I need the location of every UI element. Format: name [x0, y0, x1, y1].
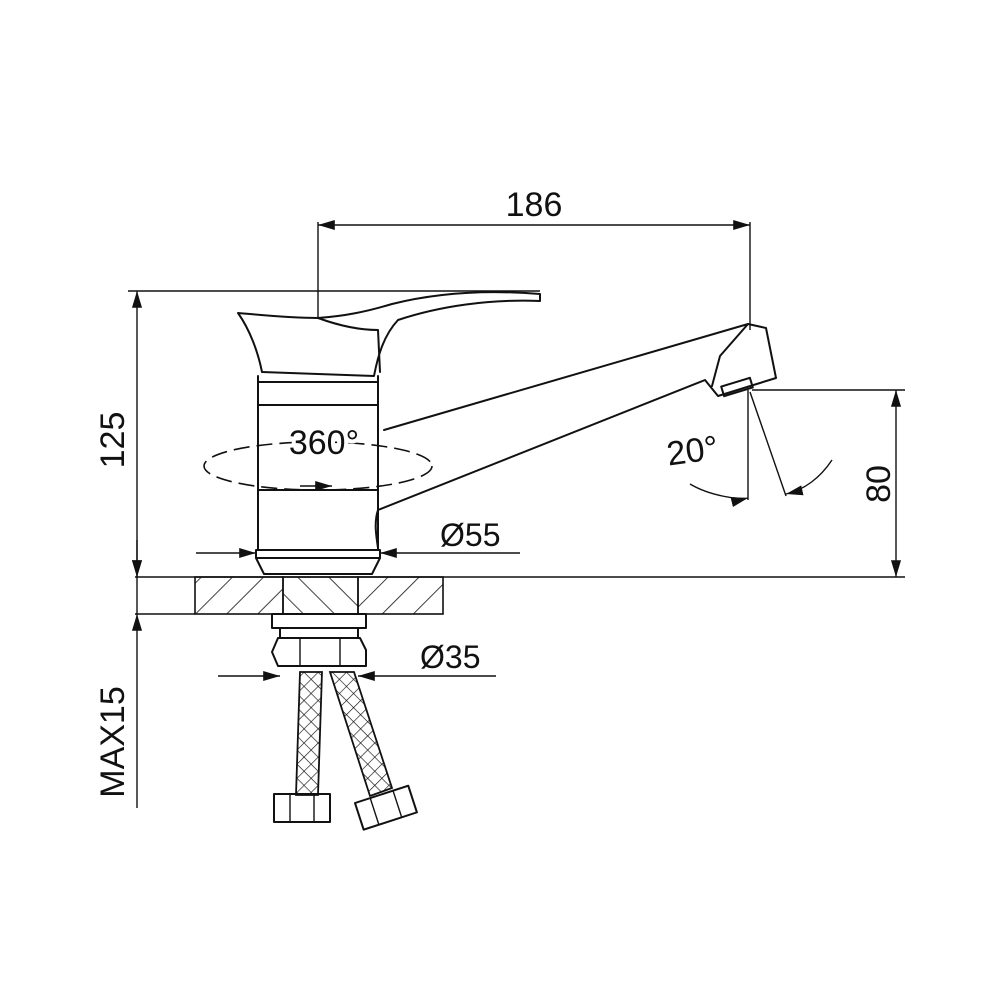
spout	[374, 323, 777, 549]
dimension-overall-height: 125	[94, 290, 540, 577]
label-aerator-angle: 20°	[664, 429, 720, 474]
swivel-indicator: 360°	[203, 420, 433, 492]
label-body-diameter: Ø55	[440, 517, 500, 553]
faucet-body	[255, 375, 381, 575]
dimension-spout-height: 80	[752, 389, 905, 577]
hose-right	[328, 671, 394, 798]
counter-hatch-left	[194, 576, 284, 615]
dimension-spout-reach: 186	[317, 186, 751, 330]
aerator-angle-indicator: 20°	[664, 390, 833, 507]
braided-hoses	[273, 671, 418, 831]
label-max-thickness: MAX15	[94, 686, 132, 798]
label-shank-diameter: Ø35	[420, 639, 480, 675]
dimension-shank-diameter: Ø35	[218, 639, 496, 682]
dimension-body-diameter: Ø55	[196, 517, 520, 559]
dimension-max-thickness: MAX15	[94, 540, 143, 808]
counter-hatch-center	[282, 576, 359, 615]
label-overall-height: 125	[94, 412, 132, 469]
hose-left	[295, 671, 323, 796]
lever-handle	[237, 291, 541, 377]
counter-hatch-right	[357, 576, 444, 615]
mounting-shank	[271, 613, 367, 667]
label-spout-height: 80	[860, 465, 898, 503]
label-spout-reach: 186	[506, 186, 563, 224]
hose-nut-right	[353, 784, 418, 831]
counter-top-section	[135, 576, 905, 615]
label-swivel-angle: 360°	[289, 424, 359, 462]
hose-nut-left	[273, 793, 331, 823]
